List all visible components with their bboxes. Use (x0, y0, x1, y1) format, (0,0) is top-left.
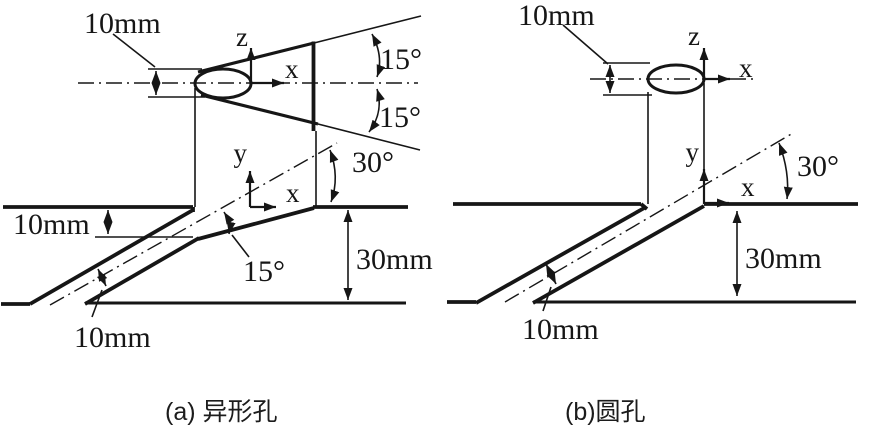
x-axis-bottom-label-b: x (741, 172, 755, 202)
hole-lower-wall-b (532, 204, 705, 305)
incline-centerline-b (504, 132, 794, 303)
plate-section-b (447, 202, 858, 305)
arc-15-lower-a (368, 88, 385, 133)
leader-nozzle-a (112, 33, 156, 68)
dimension-incline-b: 30° (778, 142, 839, 200)
dimension-flare-a: 15° (223, 211, 285, 288)
thickness-label-a: 30mm (356, 243, 433, 276)
leader-hole-width-b (542, 286, 552, 312)
axes-b: z x y x (686, 21, 755, 208)
thickness-label-b: 30mm (745, 242, 822, 275)
hole-flare-wall-a (197, 206, 315, 241)
arc-flare-a (223, 211, 236, 235)
caption-a: (a) 异形孔 (165, 398, 278, 426)
x-axis-bottom-label-a: x (286, 178, 300, 208)
incline-angle-label-a: 30° (352, 146, 394, 179)
arc-30-a (329, 149, 340, 203)
hole-width-label-a: 10mm (74, 321, 151, 354)
dimension-hole-width-b: 10mm (522, 263, 599, 346)
nozzle-width-label-b: 10mm (518, 0, 595, 32)
caption-b: (b)圆孔 (565, 398, 646, 426)
cone-upper-edge-a (197, 41, 315, 74)
leader-hole-width-a (91, 289, 103, 318)
arrow-hole-width-a (96, 268, 108, 287)
hole-width-label-b: 10mm (522, 313, 599, 346)
dimension-thickness-b: 30mm (732, 211, 822, 296)
dimension-incline-a: 30° (329, 146, 394, 203)
dimension-thickness-a: 30mm (343, 210, 433, 300)
z-axis-label-b: z (688, 21, 700, 51)
dimension-nozzle-b: 10mm (518, 0, 615, 93)
arc-30-b (778, 142, 793, 200)
beam-column-b (590, 62, 757, 204)
surface-offset-label-a: 10mm (13, 208, 90, 241)
incline-centerline-a (49, 142, 338, 306)
y-axis-label-b: y (686, 137, 700, 167)
divergence-upper-label-a: 15° (380, 43, 422, 76)
hole-lower-wall-a (84, 236, 200, 306)
panel-b: z x y x 10mm 30° 10mm 30mm (447, 0, 858, 346)
dimension-hole-width-a: 10mm (74, 268, 151, 354)
hole-upper-wall-a (29, 208, 194, 306)
arc-15-upper-a (371, 33, 386, 78)
cone-lower-edge-a (200, 93, 319, 126)
leader-flare-a (231, 234, 250, 258)
cone-upper-extension-a (313, 15, 422, 44)
beam-cone-a (78, 15, 422, 207)
hole-upper-wall-b (475, 205, 647, 305)
dimension-surface-offset-a: 10mm (13, 208, 193, 241)
cone-lower-extension-a (317, 123, 421, 151)
x-axis-top-label-b: x (739, 53, 753, 83)
divergence-lower-label-a: 15° (379, 101, 421, 134)
arrow-hole-width-b (545, 263, 557, 285)
nozzle-width-label-a: 10mm (84, 7, 161, 40)
x-axis-top-label-a: x (285, 54, 299, 84)
plate-section-a (1, 205, 408, 306)
flare-angle-label-a: 15° (243, 255, 285, 288)
z-axis-label-a: z (236, 22, 248, 52)
dimension-nozzle-a: 10mm (84, 7, 161, 95)
incline-angle-label-b: 30° (797, 150, 839, 183)
y-axis-label-a: y (234, 138, 248, 168)
axes-a: z x y x (234, 22, 300, 212)
leader-nozzle-b (562, 24, 609, 65)
dimension-divergence-a: 15° 15° (368, 33, 422, 134)
panel-a: z x y x 10mm 15° 15° 30° 15° (1, 7, 433, 354)
